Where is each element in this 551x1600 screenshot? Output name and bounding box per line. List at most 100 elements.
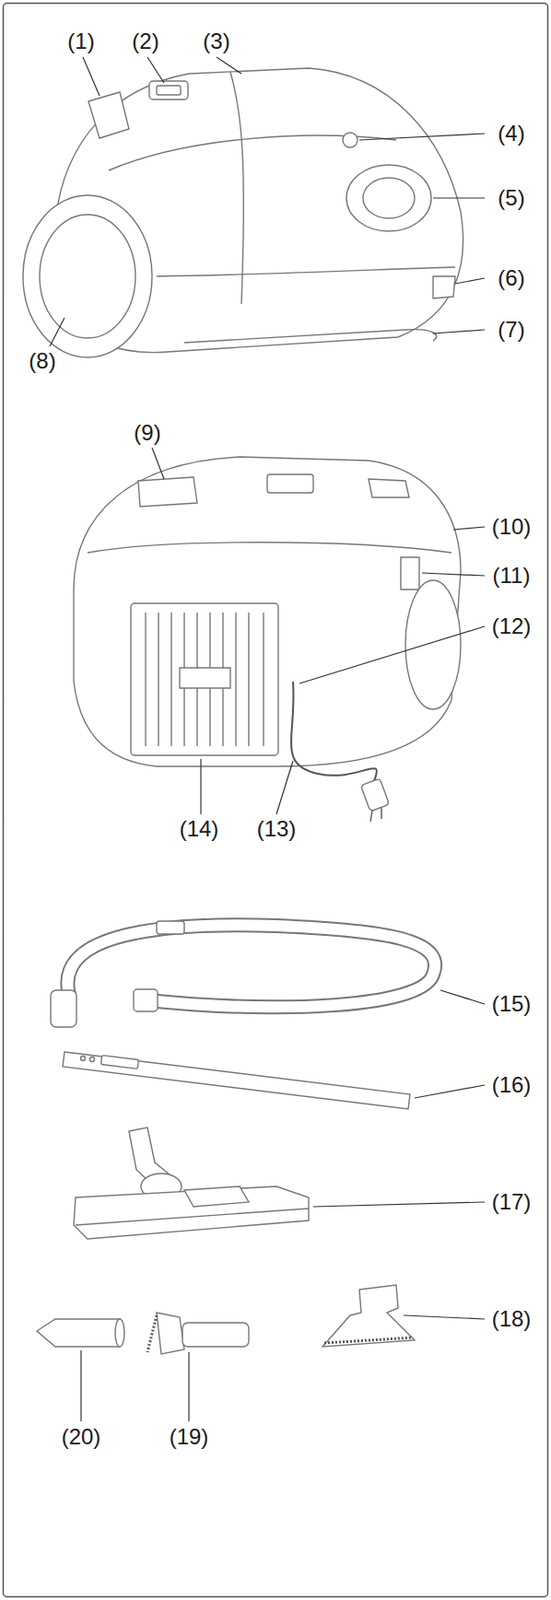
leader-line [199, 759, 201, 815]
figure-frame [3, 3, 549, 1598]
hose [50, 990, 77, 1028]
callout-number: (5) [497, 185, 525, 212]
vacuum-front [88, 92, 129, 139]
vacuum-rear [291, 681, 377, 784]
vacuum-front [342, 132, 358, 148]
vacuum-front [433, 276, 456, 299]
extension-tube [62, 1052, 411, 1110]
leader-line [313, 1202, 485, 1208]
vacuum-rear [145, 612, 264, 747]
vacuum-front [23, 195, 153, 358]
leader-line [299, 626, 485, 684]
vacuum-rear [247, 612, 249, 747]
callout-number: (18) [492, 1306, 532, 1333]
leader-line [49, 57, 485, 347]
vacuum-front [156, 85, 181, 95]
vacuum-front [23, 68, 464, 358]
callout-number: (3) [202, 28, 230, 55]
floor-nozzle [73, 1186, 309, 1240]
leader-line [453, 527, 485, 530]
vacuum-front [363, 177, 415, 219]
vacuum-front [184, 329, 437, 343]
floor-nozzle [73, 1127, 309, 1240]
leader-line [49, 317, 65, 347]
floor-nozzle [184, 1186, 249, 1208]
extension-tube [90, 1057, 95, 1063]
accessory-tools [36, 1285, 415, 1355]
callout-number: (20) [61, 1424, 102, 1451]
leader-line [433, 197, 485, 199]
vacuum-rear [267, 474, 314, 493]
vacuum-rear [73, 457, 461, 822]
hose [67, 925, 435, 1008]
callout-number: (19) [169, 1424, 210, 1451]
vacuum-rear [400, 557, 420, 590]
leader-line [80, 1350, 82, 1422]
callout-number: (12) [492, 613, 532, 640]
leader-line [359, 133, 485, 141]
leader-line [414, 1085, 485, 1099]
vacuum-rear [73, 457, 461, 767]
leader-line [403, 1315, 485, 1320]
callout-number: (10) [492, 514, 532, 540]
leader-line [433, 329, 485, 334]
vacuum-rear [262, 612, 264, 747]
callout-number: (11) [492, 562, 531, 589]
vacuum-rear [380, 808, 382, 820]
accessory-tools [147, 1315, 157, 1353]
extension-tube [101, 1055, 140, 1070]
vacuum-rear [361, 778, 390, 812]
callout-number: (15) [492, 991, 532, 1018]
hose [133, 989, 158, 1012]
leader-line [440, 990, 485, 1005]
vacuum-front [149, 81, 188, 100]
extension-tube [81, 1056, 86, 1062]
callout-number: (6) [497, 265, 525, 292]
accessory-tools [115, 1319, 125, 1348]
vacuum-rear [138, 477, 198, 507]
vacuum-rear [234, 612, 236, 747]
callout-number: (7) [497, 316, 525, 343]
callout-number: (1) [67, 28, 94, 55]
leader-line [276, 761, 294, 815]
accessory-tools [156, 1313, 185, 1355]
accessory-tools [182, 1323, 249, 1348]
accessory-tools [324, 1337, 413, 1344]
leader-line [82, 57, 100, 96]
callout-number: (16) [492, 1072, 532, 1099]
leader-line [422, 573, 485, 576]
vacuum-rear [370, 810, 373, 822]
hose [50, 921, 435, 1028]
leader-line [187, 1352, 189, 1422]
callout-number: (13) [257, 816, 297, 843]
hose [156, 921, 185, 935]
vacuum-rear [130, 603, 279, 756]
accessory-tools [36, 1319, 120, 1348]
vacuum-rear [87, 542, 452, 553]
callout-number: (17) [492, 1189, 532, 1216]
callout-number: (8) [28, 348, 56, 375]
callout-number: (14) [179, 816, 220, 843]
floor-nozzle [75, 1208, 309, 1226]
callout-number: (2) [131, 28, 159, 55]
vacuum-rear [170, 612, 172, 747]
hose [67, 925, 435, 1008]
accessory-tools [322, 1285, 415, 1348]
vacuum-rear [368, 479, 410, 498]
vacuum-rear [179, 668, 231, 689]
leader-line [152, 447, 485, 815]
vacuum-front [346, 164, 432, 232]
vacuum-rear [405, 580, 461, 710]
vacuum-front [39, 214, 136, 339]
vacuum-rear [144, 612, 146, 747]
leader-line [455, 278, 485, 284]
extension-tube [62, 1052, 411, 1110]
leader-line [152, 447, 165, 480]
vacuum-rear [157, 612, 159, 747]
leader-line [81, 1315, 485, 1422]
vacuum-front [230, 71, 244, 305]
vacuum-front [156, 267, 456, 277]
callout-number: (4) [497, 120, 525, 147]
